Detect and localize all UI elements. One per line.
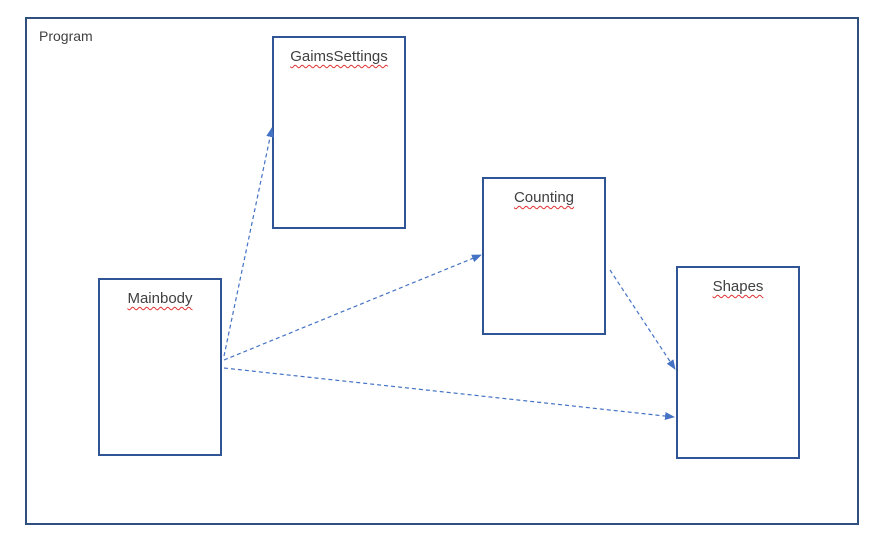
program-label: Program: [39, 28, 93, 44]
counting-label: Counting: [513, 189, 575, 206]
shapes-label: Shapes: [712, 278, 764, 295]
mainbody-box[interactable]: Mainbody: [98, 278, 222, 456]
shapes-box[interactable]: Shapes: [676, 266, 800, 459]
mainbody-label: Mainbody: [127, 290, 193, 307]
gaims-settings-box[interactable]: GaimsSettings: [272, 36, 406, 229]
counting-box[interactable]: Counting: [482, 177, 606, 335]
gaims-settings-label: GaimsSettings: [290, 48, 388, 65]
program-container: [25, 17, 859, 525]
